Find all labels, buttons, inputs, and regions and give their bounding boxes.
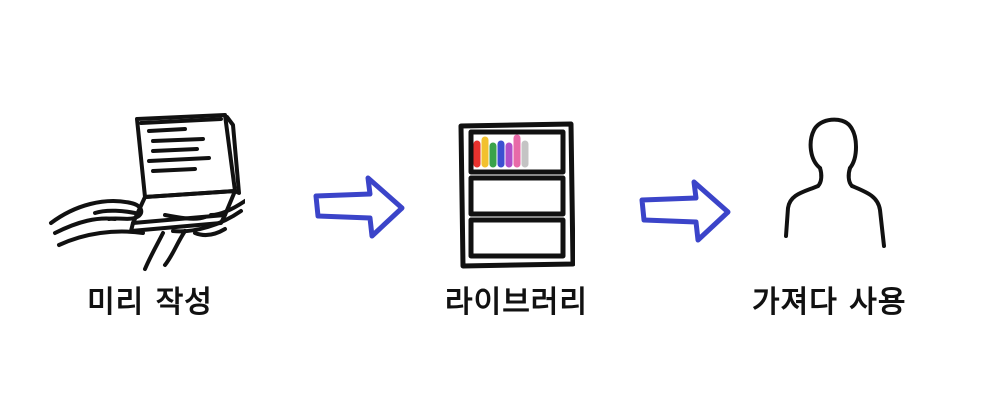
arrow-right-icon	[639, 179, 731, 243]
step-label-library: 라이브러리	[445, 285, 588, 320]
laptop-typing-icon	[49, 113, 245, 271]
arrow-right-icon	[313, 175, 405, 239]
person-icon	[784, 117, 886, 248]
step-label-write: 미리 작성	[87, 285, 213, 320]
step-label-use: 가져다 사용	[752, 285, 907, 320]
bookshelf-icon	[458, 121, 575, 269]
